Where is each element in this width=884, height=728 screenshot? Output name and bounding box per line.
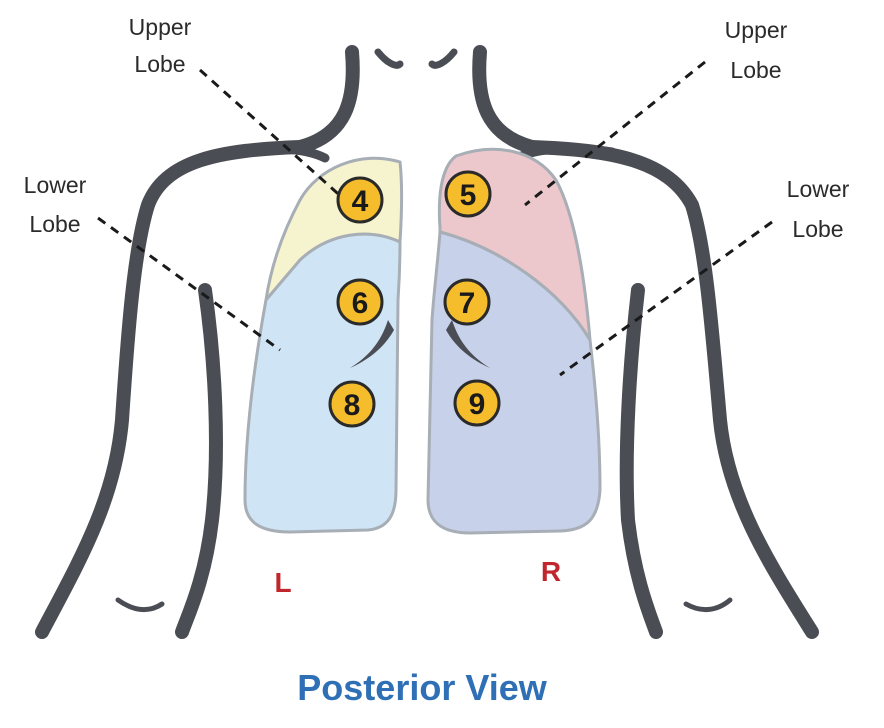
svg-text:7: 7	[459, 287, 476, 320]
svg-text:Lower: Lower	[24, 172, 87, 198]
svg-text:Upper: Upper	[725, 17, 788, 43]
left-lower-lobe	[243, 232, 402, 534]
marker-7: 7	[443, 278, 491, 326]
left-shoulder-arm	[35, 140, 307, 639]
side-label-left: L	[274, 567, 291, 598]
svg-text:Lobe: Lobe	[730, 57, 781, 83]
leader-right-upper	[524, 60, 706, 207]
right-shoulder-arm	[525, 140, 819, 639]
torso-outline	[35, 45, 819, 639]
neck-notch	[374, 48, 458, 69]
svg-text:8: 8	[344, 389, 361, 422]
label-left-lower: Lower Lobe	[24, 172, 87, 237]
svg-text:Lobe: Lobe	[134, 51, 185, 77]
elbow-creases	[115, 597, 733, 612]
label-right-lower: Lower Lobe	[787, 176, 850, 242]
leader-lines	[97, 60, 773, 377]
svg-text:5: 5	[460, 179, 477, 212]
left-inner-arm	[175, 283, 223, 639]
marker-6: 6	[336, 278, 384, 326]
marker-9: 9	[453, 379, 501, 427]
right-inner-arm	[619, 283, 663, 639]
svg-text:4: 4	[352, 185, 369, 218]
svg-text:Lobe: Lobe	[792, 216, 843, 242]
svg-text:Lobe: Lobe	[29, 211, 80, 237]
leader-left-upper	[198, 68, 347, 202]
marker-4: 4	[336, 176, 384, 224]
neck-left-edge	[293, 45, 360, 154]
caption-posterior-view: Posterior View	[297, 667, 547, 708]
marker-8: 8	[328, 380, 376, 428]
marker-5: 5	[444, 170, 492, 218]
svg-text:9: 9	[469, 388, 486, 421]
label-left-upper: Upper Lobe	[129, 14, 192, 77]
leader-left-lower	[97, 216, 281, 352]
label-right-upper: Upper Lobe	[725, 17, 788, 83]
leader-right-lower	[559, 220, 773, 377]
svg-text:6: 6	[352, 287, 369, 320]
side-label-right: R	[541, 556, 561, 587]
svg-text:Lower: Lower	[787, 176, 850, 202]
svg-text:Upper: Upper	[129, 14, 192, 40]
fissures	[350, 320, 490, 368]
neck-right-edge	[472, 45, 539, 154]
